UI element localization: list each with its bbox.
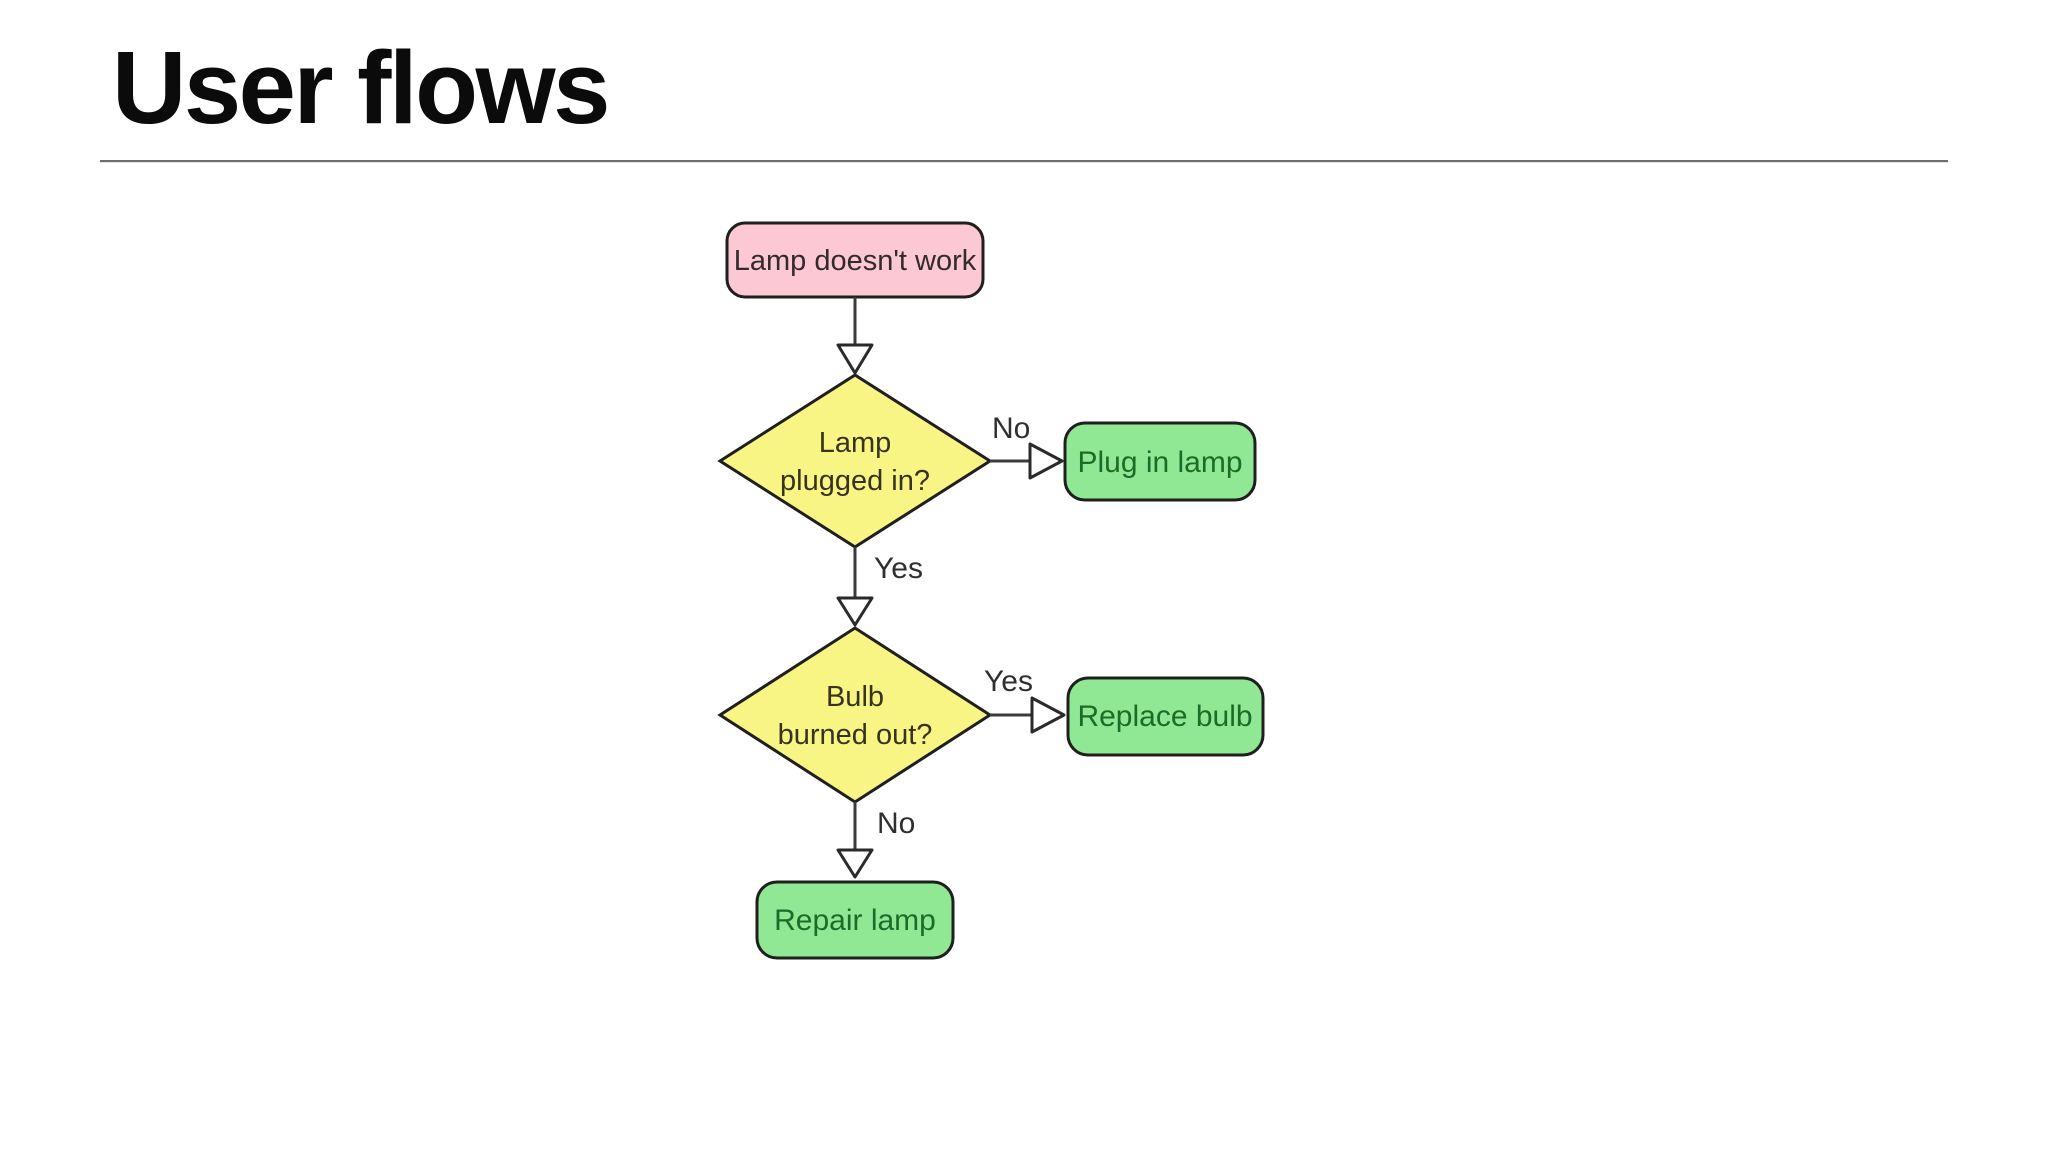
node-start-label: Lamp doesn't work: [734, 245, 977, 277]
node-decision-lamp-plugged-in: [717, 373, 993, 549]
node-decision-bulb-burned-out: [717, 626, 993, 804]
edge-label-decision2-yes: Yes: [984, 665, 1033, 698]
node-action-replace-bulb: [1066, 676, 1265, 757]
arrowhead-right-icon: [1028, 442, 1064, 480]
decision1-label-line1: Lamp: [819, 427, 892, 459]
flowchart-diagram[interactable]: Lamp doesn't work Lamp plugged in? No Pl…: [690, 200, 1390, 990]
action3-label: Repair lamp: [774, 904, 936, 937]
node-action-plug-in-lamp: [1063, 421, 1257, 502]
title-divider: [100, 160, 1948, 163]
page-title: User flows: [112, 30, 610, 145]
node-action-repair-lamp: [755, 880, 955, 960]
decision2-label-line2: burned out?: [778, 719, 933, 751]
arrowhead-right-icon: [1030, 696, 1066, 734]
edge-label-decision1-no: No: [992, 412, 1030, 445]
action1-label: Plug in lamp: [1077, 446, 1242, 479]
arrowhead-down-icon: [836, 848, 874, 879]
edge-label-decision1-yes: Yes: [874, 552, 923, 585]
action2-label: Replace bulb: [1077, 700, 1252, 733]
flowchart-canvas: Lamp doesn't work Lamp plugged in? No Pl…: [717, 221, 1265, 960]
arrowhead-down-icon: [836, 596, 874, 627]
decision2-label-line1: Bulb: [826, 681, 884, 713]
decision1-label-line2: plugged in?: [780, 465, 930, 497]
arrowhead-down-icon: [836, 343, 874, 375]
edge-label-decision2-no: No: [877, 807, 915, 840]
